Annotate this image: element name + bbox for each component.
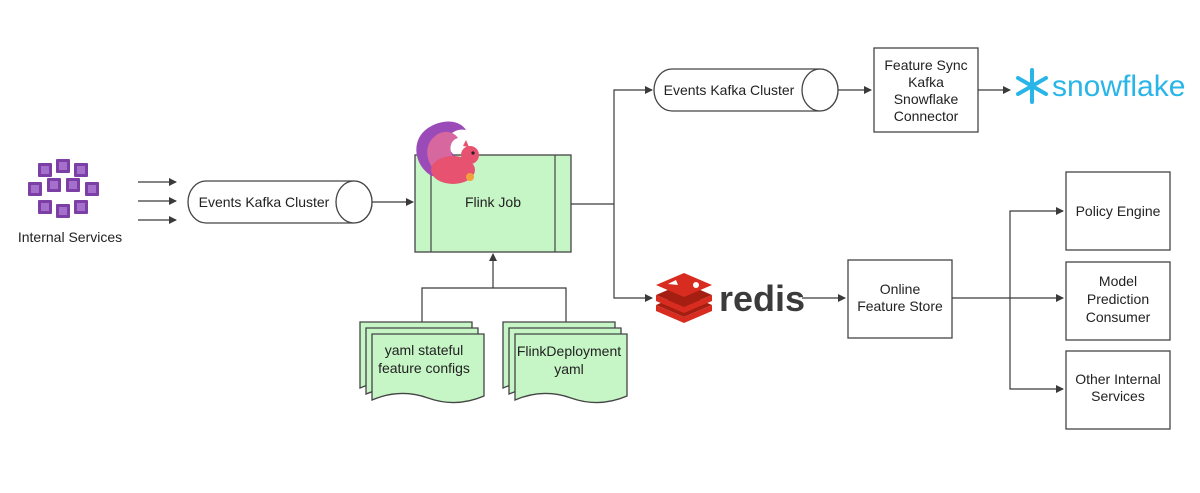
internal-services-node: Internal Services <box>18 159 122 245</box>
kubernetes-cubes-icon <box>28 159 99 218</box>
other-internal-services-node[interactable]: Other Internal Services <box>1065 350 1171 430</box>
snowflake-logo: snowflake <box>1016 68 1185 104</box>
feature-sync-line-2: Kafka <box>908 74 944 90</box>
feature-sync-line-4: Connector <box>894 108 959 124</box>
events-kafka-left-label: Events Kafka Cluster <box>199 194 330 210</box>
redis-logo: redis <box>656 273 805 323</box>
online-feature-store-line-1: Online <box>880 281 921 297</box>
model-prediction-line-2: Prediction <box>1087 291 1149 307</box>
events-kafka-cluster-left[interactable]: Events Kafka Cluster <box>187 180 373 224</box>
edge-flink-outputs <box>571 86 653 302</box>
other-internal-line-1: Other Internal <box>1075 371 1161 387</box>
events-kafka-top-label: Events Kafka Cluster <box>664 82 795 98</box>
model-prediction-line-1: Model <box>1099 273 1137 289</box>
redis-wordmark: redis <box>719 278 805 319</box>
policy-engine-label: Policy Engine <box>1076 203 1161 219</box>
flink-deployment-line-2: yaml <box>554 361 584 377</box>
feature-sync-line-3: Snowflake <box>894 91 959 107</box>
edge-configs-to-flink <box>421 253 567 322</box>
internal-services-arrows <box>138 178 177 224</box>
flink-deployment-line-1: FlinkDeployment <box>517 343 621 359</box>
other-internal-line-2: Services <box>1091 388 1145 404</box>
yaml-feature-configs-node[interactable]: yaml stateful feature configs <box>359 321 485 404</box>
edge-store-to-consumers <box>952 207 1064 393</box>
flink-deployment-yaml-node[interactable]: FlinkDeployment yaml <box>502 321 628 404</box>
events-kafka-cluster-top[interactable]: Events Kafka Cluster <box>653 68 839 112</box>
online-feature-store-node[interactable]: Online Feature Store <box>847 259 953 339</box>
feature-sync-line-1: Feature Sync <box>884 57 967 73</box>
feature-sync-connector-node[interactable]: Feature Sync Kafka Snowflake Connector <box>873 47 979 133</box>
model-prediction-line-3: Consumer <box>1086 309 1151 325</box>
internal-services-label: Internal Services <box>18 229 122 245</box>
snowflake-icon <box>1016 68 1048 104</box>
flink-job-label: Flink Job <box>465 194 521 210</box>
snowflake-wordmark: snowflake <box>1052 70 1185 103</box>
policy-engine-node[interactable]: Policy Engine <box>1065 171 1171 251</box>
online-feature-store-line-2: Feature Store <box>857 298 943 314</box>
yaml-configs-line-2: feature configs <box>378 360 470 376</box>
model-prediction-consumer-node[interactable]: Model Prediction Consumer <box>1065 261 1171 341</box>
flink-squirrel-icon <box>416 121 479 184</box>
yaml-configs-line-1: yaml stateful <box>385 342 464 358</box>
redis-stack-icon <box>656 273 712 323</box>
